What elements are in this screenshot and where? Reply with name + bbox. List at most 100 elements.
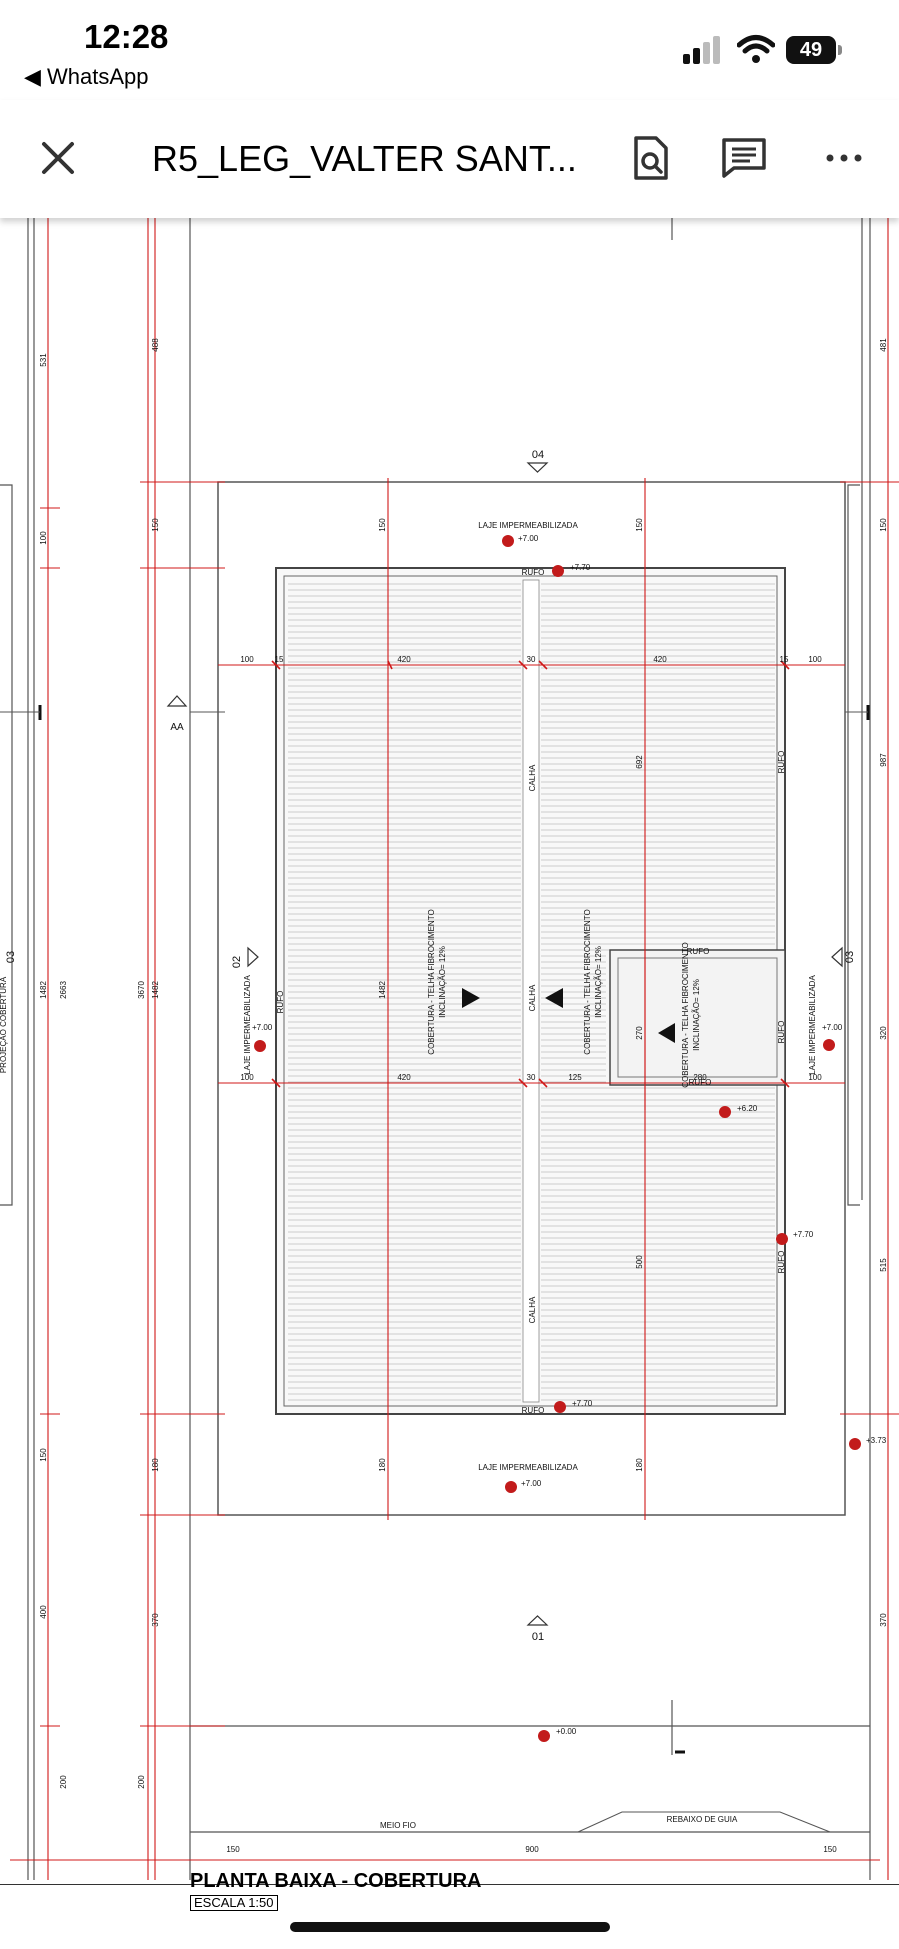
view-marker-left: 02 (231, 956, 243, 968)
calha-label-lower: CALHA (528, 1296, 537, 1323)
rufo-label-right-middle: RUFO (777, 1021, 786, 1044)
level-bottom: +7.00 (521, 1479, 542, 1488)
dim-420-b: 420 (653, 655, 667, 664)
more-icon[interactable] (820, 134, 868, 182)
document-title: R5_LEG_VALTER SANT... (152, 138, 577, 179)
rebaixo-label: REBAIXO DE GUIA (667, 1815, 738, 1824)
back-app-label: WhatsApp (47, 64, 149, 89)
dim-420-c: 420 (397, 1073, 411, 1082)
search-document-icon[interactable] (626, 134, 674, 182)
dim-531: 531 (39, 353, 48, 367)
dim-692: 692 (635, 755, 644, 769)
cellular-signal-icon (683, 36, 720, 64)
wifi-icon (737, 35, 775, 63)
dim-100-far: 100 (39, 531, 48, 545)
dim-15-b: 15 (780, 655, 789, 664)
back-to-app-link[interactable]: ◀ WhatsApp (24, 64, 149, 89)
cobertura-mid-line2: INCLINAÇÃO= 12% (594, 946, 603, 1018)
cobertura-left-line1: COBERTURA - TELHA FIBROCIMENTO (427, 909, 436, 1054)
dim-100-left-2: 100 (240, 1073, 254, 1082)
dim-150-top-b: 150 (635, 518, 644, 532)
dim-1482-far: 1482 (39, 981, 48, 999)
dim-150-far: 150 (39, 1448, 48, 1462)
dim-125: 125 (568, 1073, 582, 1082)
level-left: +7.00 (252, 1023, 273, 1032)
level-rufo-bottom: +7.70 (572, 1399, 593, 1408)
dim-2663: 2663 (59, 981, 68, 999)
dim-500: 500 (635, 1255, 644, 1269)
level-annex: +6.20 (737, 1104, 758, 1113)
pdf-page-view[interactable]: 04 01 02 03 03 AA LAJE IMPERMEABILIZADA … (0, 218, 899, 1884)
battery-level: 49 (786, 36, 836, 64)
dim-180-left: 180 (151, 1458, 160, 1472)
dim-100-right: 100 (808, 655, 822, 664)
home-indicator[interactable] (290, 1922, 610, 1932)
level-right: +7.00 (822, 1023, 843, 1032)
dim-100-left: 100 (240, 655, 254, 664)
drawing-scale: ESCALA 1:50 (190, 1895, 278, 1911)
roof-plan-drawing: 04 01 02 03 03 AA LAJE IMPERMEABILIZADA … (0, 218, 899, 1880)
laje-top-label: LAJE IMPERMEABILIZADA (478, 521, 578, 530)
view-marker-far-left: 03 (5, 951, 17, 963)
dim-481: 481 (879, 338, 888, 352)
dim-515: 515 (879, 1258, 888, 1272)
level-marker-group (254, 535, 861, 1742)
dim-30-a: 30 (527, 655, 536, 664)
rufo-label-annex-bottom: RUFO (689, 1078, 712, 1087)
dim-180-b: 180 (635, 1458, 644, 1472)
dim-370-left: 370 (151, 1613, 160, 1627)
projection-label-partial: PROJEÇÃO COBERTURA (0, 976, 8, 1073)
rufo-label-right-upper: RUFO (777, 751, 786, 774)
status-bar: 12:28 ◀ WhatsApp 49 (0, 0, 899, 100)
page-divider (0, 1884, 899, 1885)
dim-15-a: 15 (275, 655, 284, 664)
calha-label-middle: CALHA (528, 984, 537, 1011)
dim-370-right: 370 (879, 1613, 888, 1627)
dim-420-a: 420 (397, 655, 411, 664)
dim-3670: 3670 (137, 981, 146, 999)
close-icon[interactable] (38, 138, 78, 178)
battery-tip (838, 45, 842, 55)
drawing-caption: PLANTA BAIXA - COBERTURA ESCALA 1:50 (190, 1870, 481, 1912)
dim-150-left: 150 (226, 1845, 240, 1854)
dim-30-b: 30 (527, 1073, 536, 1082)
dim-1482-inner: 1482 (378, 981, 387, 999)
level-rufo-top: +7.70 (570, 563, 591, 572)
dim-900: 900 (525, 1845, 539, 1854)
dim-320: 320 (879, 1026, 888, 1040)
level-right-lower: +7.70 (793, 1230, 814, 1239)
rufo-label-left: RUFO (276, 991, 285, 1014)
dim-180-a: 180 (378, 1458, 387, 1472)
dim-400: 400 (39, 1605, 48, 1619)
cobertura-mid-line1: COBERTURA - TELHA FIBROCIMENTO (583, 909, 592, 1054)
dim-200-left: 200 (137, 1775, 146, 1789)
dim-150-top-a: 150 (378, 518, 387, 532)
dim-1482-left: 1482 (151, 981, 160, 999)
rufo-label-bottom: RUFO (522, 1406, 545, 1415)
rufo-label-top: RUFO (522, 568, 545, 577)
dim-150-left-col: 150 (151, 518, 160, 532)
rufo-label-right-lower: RUFO (777, 1251, 786, 1274)
laje-left-label: LAJE IMPERMEABILIZADA (243, 975, 252, 1075)
dim-200-far: 200 (59, 1775, 68, 1789)
laje-bottom-label: LAJE IMPERMEABILIZADA (478, 1463, 578, 1472)
dim-150-right: 150 (823, 1845, 837, 1854)
calha-label-upper: CALHA (528, 764, 537, 791)
view-marker-right: 03 (844, 951, 856, 963)
laje-right-label: LAJE IMPERMEABILIZADA (808, 975, 817, 1075)
level-edge: +3.73 (866, 1436, 887, 1445)
dim-987: 987 (879, 753, 888, 767)
level-top: +7.00 (518, 534, 539, 543)
view-marker-bottom: 01 (532, 1631, 544, 1643)
dim-270: 270 (635, 1026, 644, 1040)
rufo-label-annex-top: RUFO (687, 947, 710, 956)
viewer-toolbar: R5_LEG_VALTER SANT... (0, 100, 899, 218)
dim-280: 280 (693, 1073, 707, 1082)
clock: 12:28 (84, 18, 169, 55)
section-marker: AA (170, 722, 184, 733)
dim-150-right-col: 150 (879, 518, 888, 532)
dimension-labels: 100 15 420 30 420 15 100 100 420 30 125 … (39, 338, 888, 1854)
comment-icon[interactable] (720, 134, 768, 182)
dim-488: 488 (151, 338, 160, 352)
view-marker-top: 04 (532, 449, 544, 461)
